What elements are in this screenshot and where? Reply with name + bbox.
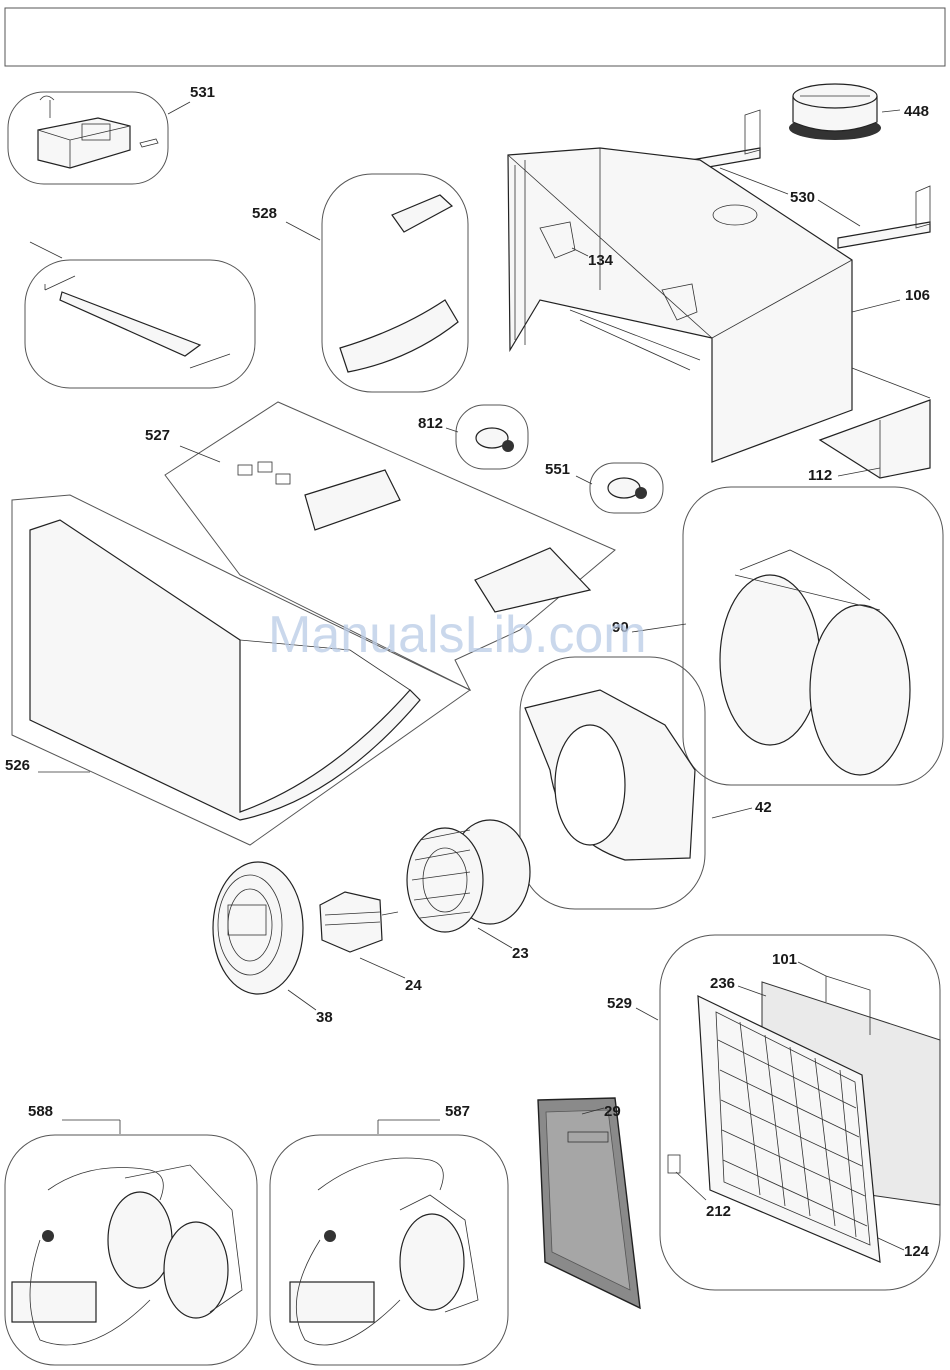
label-23: 23 — [512, 945, 529, 962]
label-112: 112 — [808, 467, 832, 484]
label-527: 527 — [145, 427, 170, 444]
label-212: 212 — [706, 1203, 731, 1220]
label-588: 588 — [28, 1103, 53, 1120]
label-236: 236 — [710, 975, 735, 992]
part-587-single-motor-kit — [270, 1135, 508, 1365]
leader-528 — [286, 222, 320, 240]
label-529: 529 — [607, 995, 632, 1012]
part-529-filter-group — [660, 935, 940, 1290]
watermark: ManualsLib.com — [268, 606, 647, 664]
leader-212 — [676, 1172, 706, 1200]
label-812: 812 — [418, 415, 443, 432]
leader-24 — [360, 958, 405, 978]
label-448: 448 — [904, 103, 929, 120]
part-24-motor — [320, 892, 398, 952]
part-588-twin-motor-kit — [5, 1135, 257, 1365]
leader-101 — [798, 962, 826, 976]
leader-23 — [478, 928, 512, 948]
leader-106 — [852, 300, 900, 312]
label-587: 587 — [445, 1103, 470, 1120]
part-29-grease-filter — [538, 1098, 640, 1308]
label-526: 526 — [5, 757, 30, 774]
leader-529 — [636, 1008, 658, 1020]
label-101: 101 — [772, 951, 797, 968]
label-134: 134 — [588, 252, 614, 269]
label-551: 551 — [545, 461, 570, 478]
label-530: 530 — [790, 189, 815, 206]
leader-531 — [168, 102, 190, 114]
label-106: 106 — [905, 287, 930, 304]
label-528: 528 — [252, 205, 277, 222]
leader-124 — [878, 1238, 904, 1250]
part-812-lamp-holder — [456, 405, 528, 469]
leader-527 — [180, 446, 220, 462]
label-38: 38 — [316, 1009, 333, 1026]
part-90-twin-fan-housing — [683, 487, 943, 785]
part-551-lamp-holder — [590, 463, 663, 513]
label-24: 24 — [405, 977, 422, 994]
leader-530b — [818, 200, 860, 226]
label-42: 42 — [755, 799, 772, 816]
label-29: 29 — [604, 1103, 621, 1120]
part-526-front-panel — [12, 495, 470, 845]
part-42-fan-housing — [520, 657, 705, 909]
label-531: 531 — [190, 84, 215, 101]
part-528-lamp-holders — [322, 174, 468, 392]
leader-glass — [30, 242, 62, 258]
part-531-switch-box — [8, 92, 168, 184]
leader-38 — [288, 990, 316, 1010]
leader-448 — [882, 110, 900, 112]
leader-551 — [576, 476, 592, 484]
part-23-impeller — [407, 820, 530, 932]
part-glass-shelf — [25, 260, 255, 388]
header-frame — [5, 8, 945, 66]
part-448-damper — [789, 84, 881, 140]
leader-42 — [712, 808, 752, 818]
label-124: 124 — [904, 1243, 930, 1260]
part-38-inlet-grille — [213, 862, 303, 994]
